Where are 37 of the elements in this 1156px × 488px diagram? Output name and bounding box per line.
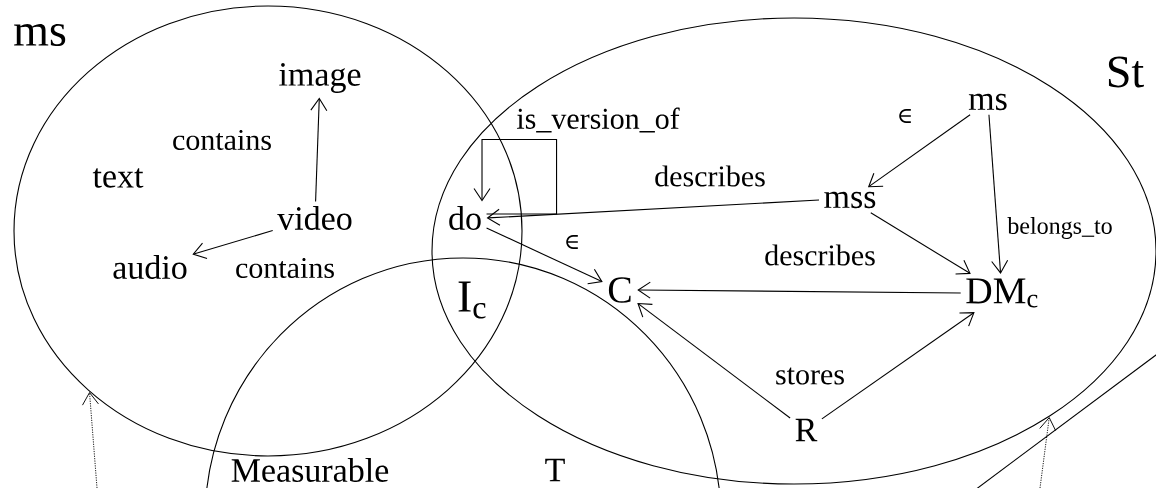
node-label: DM$_{c}$ xyxy=(966,278,1038,308)
edge-label: describes xyxy=(765,244,875,266)
arrow xyxy=(867,114,971,188)
arrow xyxy=(486,199,820,226)
edge-label: ∈ xyxy=(899,109,911,123)
arrow xyxy=(637,281,962,299)
arrow xyxy=(310,97,328,203)
node-label: image xyxy=(279,63,361,93)
edge-label: contains xyxy=(236,257,334,279)
set-label: Measurable xyxy=(231,458,389,482)
edge-label: is_version_of xyxy=(517,107,680,133)
arrow xyxy=(988,114,1009,274)
arrow xyxy=(1039,417,1057,488)
arrow xyxy=(473,138,558,215)
arrow xyxy=(870,212,971,275)
node-label: audio xyxy=(113,255,187,279)
arrow xyxy=(486,227,603,285)
set-label: St xyxy=(1108,56,1144,88)
edge-label: stores xyxy=(776,367,844,385)
node-label: text xyxy=(92,168,144,188)
edge-label: belongs_to xyxy=(1007,217,1112,239)
set-label: ms xyxy=(14,23,66,47)
edge-label: contains xyxy=(173,129,271,151)
set-label: T xyxy=(545,458,565,482)
node-label: mss xyxy=(824,191,876,209)
set-label: I$_{c}$ xyxy=(458,281,486,319)
arrow xyxy=(82,392,99,488)
arrow xyxy=(821,312,975,420)
node-label: C xyxy=(608,277,631,303)
edge-label: describes xyxy=(655,165,765,187)
node-label: ms xyxy=(968,93,1007,111)
edge-label: ∈ xyxy=(566,235,578,249)
arrow xyxy=(637,302,791,419)
node-label: R xyxy=(795,418,818,442)
arrow xyxy=(192,230,274,259)
node-label: video xyxy=(277,206,352,230)
node-label: do xyxy=(449,206,481,230)
